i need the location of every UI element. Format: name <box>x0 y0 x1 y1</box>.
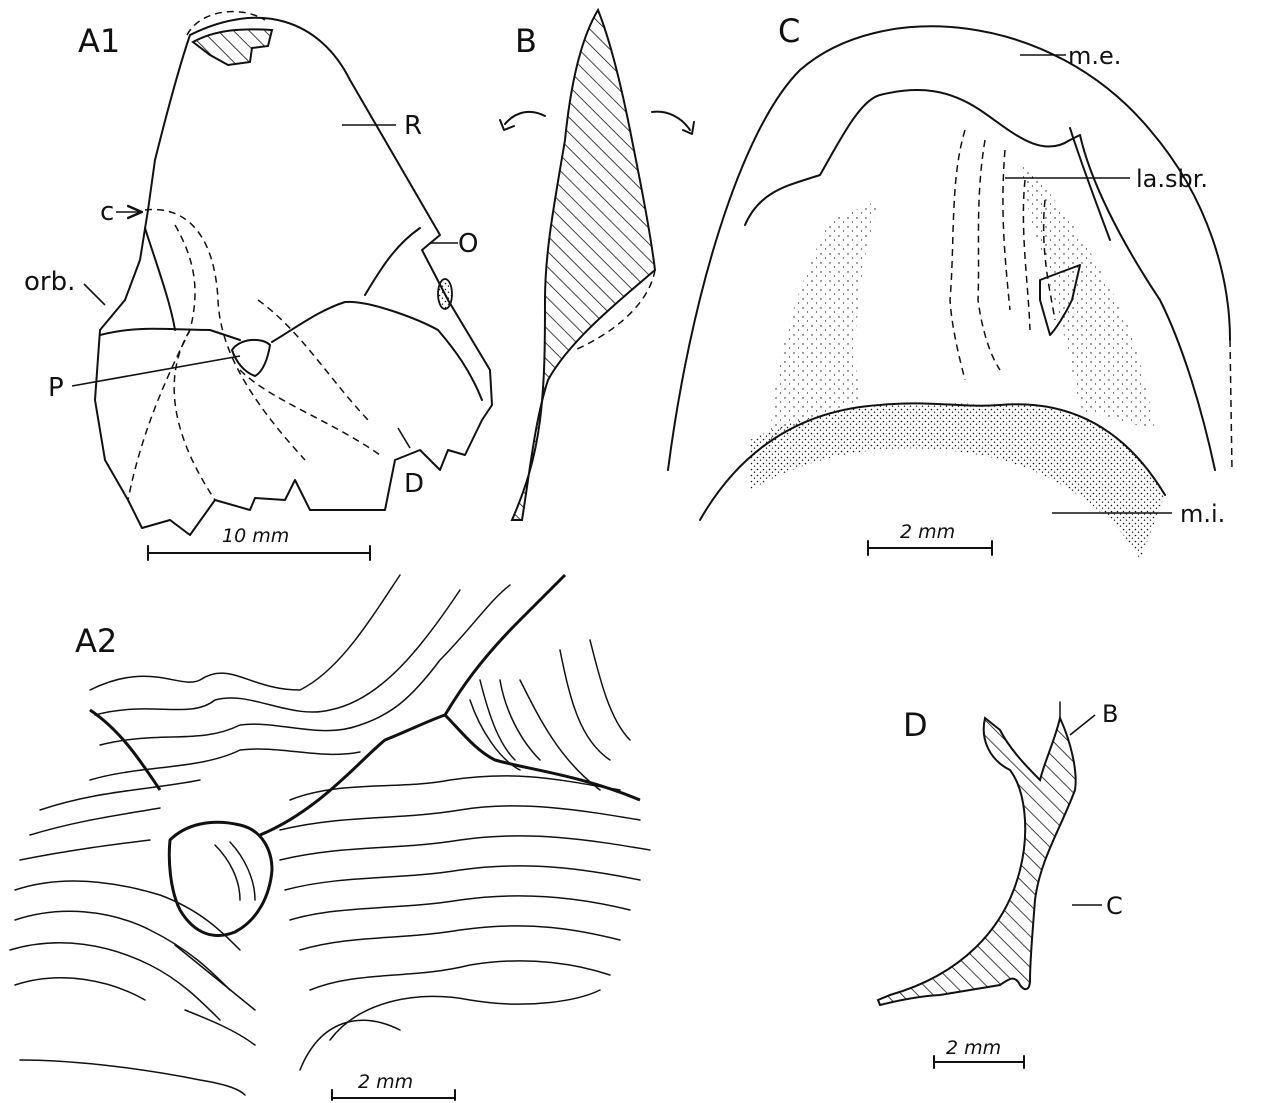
label-b-d: B <box>1102 700 1118 728</box>
label-d: D <box>404 469 424 499</box>
label-c: c <box>100 197 114 227</box>
label-me: m.e. <box>1068 42 1121 70</box>
leader-orb <box>84 284 105 305</box>
panel-d: D B C 2 mm <box>878 700 1123 1068</box>
ridge-line <box>1070 128 1110 240</box>
panel-label-a2: A2 <box>75 622 117 660</box>
label-lasbr: la.sbr. <box>1136 165 1208 193</box>
cross-section-b <box>512 10 655 520</box>
sensory-canal-5 <box>258 300 368 420</box>
suture-line-4 <box>345 302 482 400</box>
stippled-pore <box>438 279 452 309</box>
sensory-canal-4 <box>240 370 380 455</box>
sensory-canal-3 <box>174 330 215 500</box>
scale-label-a1: 10 mm <box>222 525 289 547</box>
sinus-region <box>950 130 1055 380</box>
panel-label-a1: A1 <box>78 22 120 60</box>
outer-margin-dashed <box>1230 340 1232 470</box>
panel-label-c: C <box>778 12 800 50</box>
suture-line-3 <box>272 302 345 342</box>
label-r: R <box>404 111 422 141</box>
panel-b: B <box>500 10 694 520</box>
scale-label-a2: 2 mm <box>358 1071 413 1093</box>
curved-arrow-left <box>505 112 545 124</box>
stippled-lower-band <box>750 403 1165 560</box>
curved-arrow-right <box>652 112 690 130</box>
panel-a1: A1 R c O orb. P D <box>24 12 492 560</box>
label-o: O <box>458 229 478 259</box>
pineal-inner-line-1 <box>215 845 240 900</box>
suture-line-1 <box>100 329 240 340</box>
leader-d <box>398 428 410 448</box>
suture-line-5 <box>365 228 420 295</box>
scale-label-c: 2 mm <box>900 521 955 543</box>
bold-suture <box>260 715 445 835</box>
suture-line-2 <box>145 228 175 330</box>
label-mi: m.i. <box>1180 500 1225 528</box>
scale-label-d: 2 mm <box>946 1037 1001 1059</box>
leader-b-d <box>1070 715 1095 735</box>
label-p: P <box>48 373 64 403</box>
cross-section-d <box>878 718 1076 1005</box>
panel-label-b: B <box>515 22 537 60</box>
bold-suture-right <box>445 715 640 800</box>
stippled-region-left <box>770 200 880 440</box>
pineal-outline-a2 <box>169 822 272 935</box>
panel-a2: A2 <box>10 575 650 1100</box>
label-orb: orb. <box>24 267 75 297</box>
label-c-d: C <box>1106 892 1123 920</box>
panel-c: C m.e. la.sbr. m.i. 2 mm <box>668 12 1232 560</box>
fracture-patch <box>193 29 272 65</box>
bold-suture-upper <box>445 575 565 715</box>
panel-label-d: D <box>903 706 928 744</box>
pineal-plate <box>232 340 270 376</box>
fossil-outline <box>95 18 492 535</box>
